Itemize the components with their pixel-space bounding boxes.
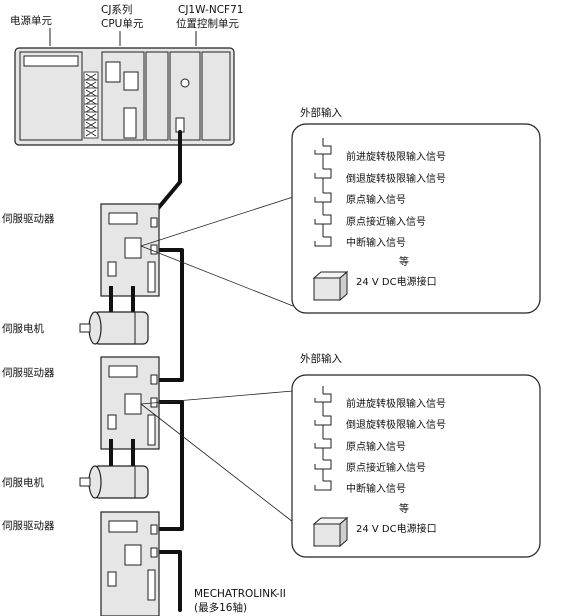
etc-label-1: 等 — [399, 255, 409, 268]
plc-rack — [14, 47, 235, 146]
power-label-2: 24 V DC电源接口 — [356, 522, 437, 535]
servo-driver-label-3: 伺服驱动器 — [2, 519, 55, 532]
power-supply-icon-1 — [312, 270, 349, 302]
signal-label-1-4: 原点接近输入信号 — [346, 215, 426, 228]
signal-label-2-4: 原点接近输入信号 — [346, 461, 426, 474]
external-input-panel-2: 前进旋转极限输入信号 倒退旋转极限输入信号 原点输入信号 原点接近输入信号 中断… — [291, 374, 541, 558]
servo-driver-label-1: 伺服驱动器 — [2, 212, 55, 225]
external-input-title-2: 外部输入 — [300, 352, 342, 365]
callout-lines — [140, 196, 294, 523]
signal-label-2-3: 原点输入信号 — [346, 440, 406, 453]
ncf-led-indicator — [180, 78, 190, 88]
servo-motor-1 — [79, 311, 149, 345]
servo-driver-1 — [100, 203, 160, 297]
servo-motor-2 — [79, 465, 149, 499]
signal-label-1-5: 中断输入信号 — [346, 236, 406, 249]
etc-label-2: 等 — [399, 502, 409, 515]
network-max-axes-label: (最多16轴) — [194, 601, 247, 614]
signal-label-2-2: 倒退旋转极限输入信号 — [346, 418, 446, 431]
external-input-title-1: 外部输入 — [300, 106, 342, 119]
input-switch-chain-2 — [314, 386, 332, 491]
signal-label-2-1: 前进旋转极限输入信号 — [346, 397, 446, 410]
network-name-label: MECHATROLINK-II — [194, 588, 286, 600]
power-label-1: 24 V DC电源接口 — [356, 275, 437, 288]
signal-label-2-5: 中断输入信号 — [346, 482, 406, 495]
servo-motor-label-1: 伺服电机 — [2, 322, 44, 335]
external-input-panel-1: 前进旋转极限输入信号 倒退旋转极限输入信号 原点输入信号 原点接近输入信号 中断… — [291, 123, 541, 314]
servo-driver-label-2: 伺服驱动器 — [2, 366, 55, 379]
terminal-block — [83, 71, 99, 139]
ncf-unit-label-line2: 位置控制单元 — [176, 17, 239, 30]
signal-label-1-2: 倒退旋转极限输入信号 — [346, 172, 446, 185]
cpu-unit-label-line2: CPU单元 — [101, 18, 144, 30]
power-unit-label: 电源单元 — [10, 14, 52, 27]
power-supply-icon-2 — [312, 516, 349, 548]
ncf-unit-label-line1: CJ1W-NCF71 — [178, 4, 243, 16]
signal-label-1-1: 前进旋转极限输入信号 — [346, 150, 446, 163]
servo-motor-label-2: 伺服电机 — [2, 476, 44, 489]
cpu-unit-label-line1: CJ系列 — [101, 3, 132, 16]
mechatrolink-cable — [153, 130, 184, 612]
servo-driver-3 — [100, 511, 160, 616]
signal-label-1-3: 原点输入信号 — [346, 193, 406, 206]
ncf-port — [175, 117, 185, 133]
input-switch-chain-1 — [314, 138, 332, 247]
